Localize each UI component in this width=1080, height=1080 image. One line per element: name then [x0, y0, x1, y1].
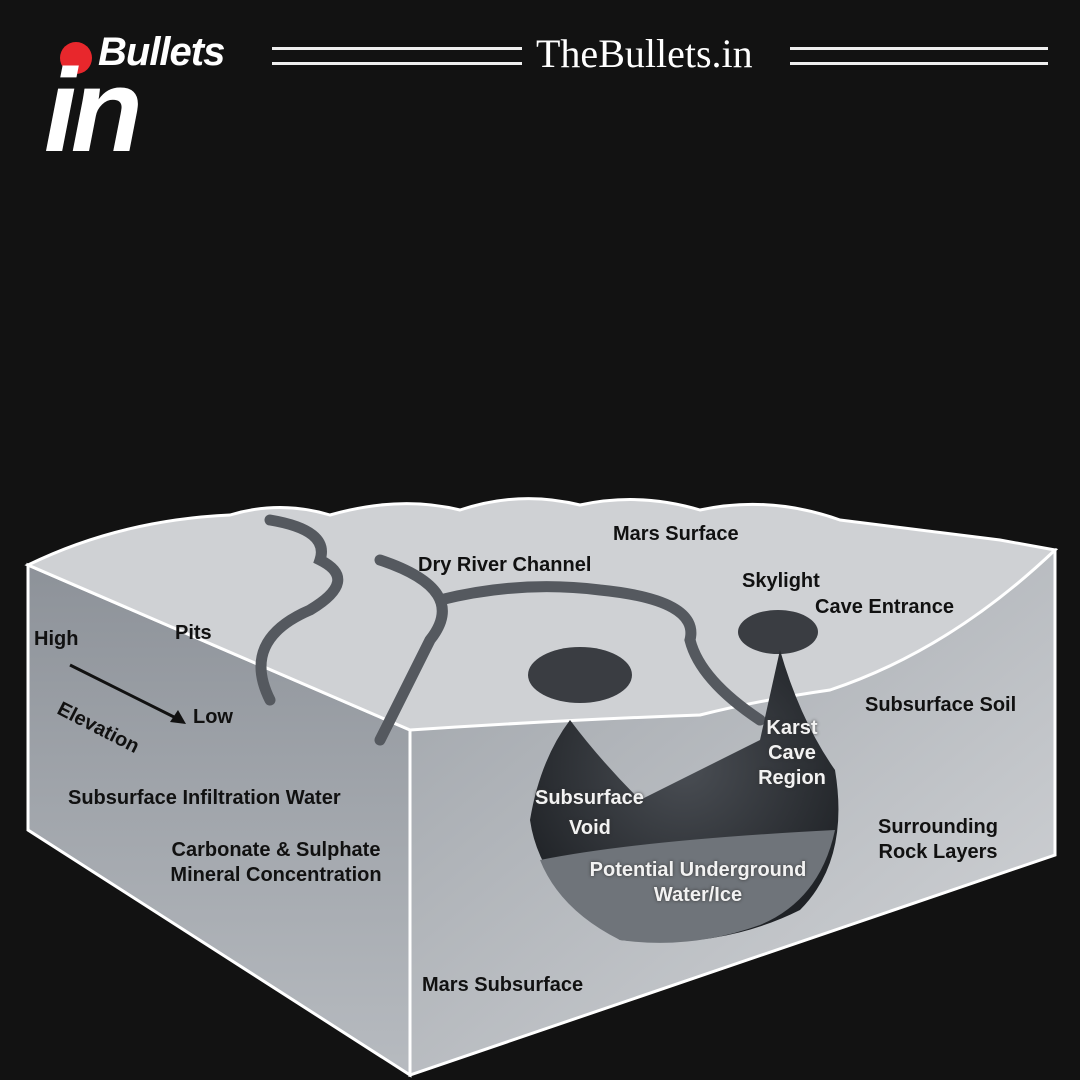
label-mars-subsurface: Mars Subsurface	[422, 974, 584, 996]
site-name: TheBullets.in	[536, 31, 753, 76]
label-subsurface-soil: Subsurface Soil	[865, 694, 1017, 716]
logo-dot-icon	[60, 42, 92, 74]
label-underground-water-ice: Potential Underground Water/Ice	[560, 858, 836, 908]
label-subsurface-void-1: Subsurface	[535, 787, 644, 809]
label-cave-entrance: Cave Entrance	[815, 596, 954, 618]
label-high: High	[34, 628, 79, 650]
label-pits: Pits	[175, 622, 212, 644]
label-line: Cave	[768, 742, 816, 764]
label-line: Surrounding	[878, 816, 998, 838]
pit-hole	[528, 647, 632, 703]
label-subsurface-void-2: Void	[569, 817, 611, 839]
label-mineral-concentration: Carbonate & Sulphate Mineral Concentrati…	[143, 838, 409, 888]
divider	[272, 47, 522, 50]
label-infiltration-water: Subsurface Infiltration Water	[68, 787, 341, 809]
divider	[790, 62, 1048, 65]
label-low: Low	[193, 706, 233, 728]
label-karst-cave-region: Karst Cave Region	[748, 716, 836, 791]
label-line: Karst	[766, 717, 818, 739]
arrowhead-icon	[170, 710, 186, 724]
river-channel	[255, 514, 766, 746]
logo-word: Bullets	[98, 30, 225, 74]
logo-in: in	[44, 45, 143, 177]
label-skylight: Skylight	[742, 570, 820, 592]
label-line: Region	[758, 767, 826, 789]
label-line: Carbonate & Sulphate	[171, 839, 381, 861]
label-line: Potential Underground	[589, 859, 807, 881]
label-line: Water/Ice	[653, 884, 743, 906]
label-mars-surface: Mars Surface	[613, 523, 739, 545]
divider	[272, 62, 522, 65]
label-line: Mineral Concentration	[170, 864, 382, 886]
label-dry-river-channel: Dry River Channel	[418, 554, 592, 576]
label-surrounding-rock: Surrounding Rock Layers	[860, 815, 1016, 865]
skylight-hole	[738, 610, 818, 654]
elevation-arrow	[69, 663, 181, 722]
label-line: Rock Layers	[878, 841, 998, 863]
water-ice	[540, 830, 835, 943]
divider	[790, 47, 1048, 50]
